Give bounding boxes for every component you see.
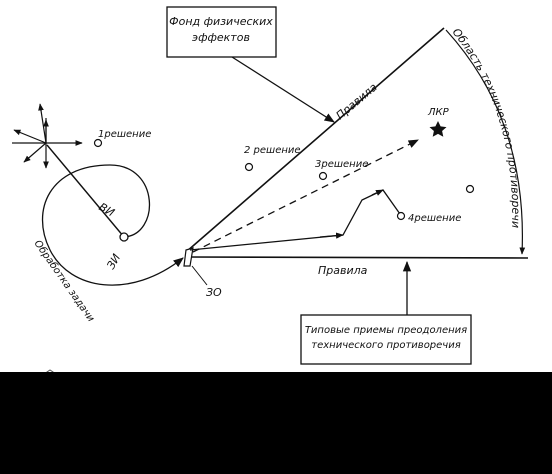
solution-4-label: 4решение <box>408 213 461 224</box>
contradiction-arc-arrow <box>445 29 526 255</box>
solution-search-path <box>189 189 401 251</box>
rules-top-label: Правила <box>334 80 380 122</box>
physical-effects-arrow <box>231 56 335 123</box>
solution-2-point <box>244 162 254 172</box>
diagram-paper: Фонд физических эффектов Правила Правила… <box>0 0 529 375</box>
typical-methods-box <box>300 314 472 365</box>
solution-1-label: 1решение <box>98 129 151 140</box>
unlabeled-point <box>465 184 475 194</box>
physical-effects-line2: эффектов <box>192 31 250 44</box>
task-processing-spiral <box>41 164 184 286</box>
solution-4-point <box>396 211 406 221</box>
physical-effects-box <box>166 6 277 58</box>
vi-label: ВИ <box>97 200 117 219</box>
solution-3-label: 3решение <box>315 159 368 170</box>
zo-label: ЗО <box>206 286 222 299</box>
zi-point <box>119 232 129 242</box>
lkr-star-icon <box>429 121 447 137</box>
diagram-svg: Фонд физических эффектов Правила Правила… <box>0 0 529 375</box>
typical-methods-line1: Типовые приемы преодоления <box>305 325 467 336</box>
solution-1-point <box>93 138 103 148</box>
solution-3-point <box>318 171 328 181</box>
physical-effects-line1: Фонд физических <box>169 15 273 28</box>
solution-2-label: 2 решение <box>244 145 301 156</box>
typical-methods-line2: технического противоречия <box>311 340 460 351</box>
sector-lower-edge <box>185 256 529 259</box>
solution-search-path-arrow-1 <box>319 232 344 239</box>
solution-search-path-arrow-2 <box>371 189 384 196</box>
rules-bottom-label: Правила <box>318 264 368 277</box>
zi-label: ЗИ <box>104 252 123 272</box>
lkr-label: ЛКР <box>427 107 450 118</box>
sector-upper-edge <box>185 27 445 253</box>
zo-leader-line <box>191 265 208 286</box>
black-band <box>0 372 552 474</box>
vi-direction-line <box>46 144 125 238</box>
dashed-direction-arrow <box>192 139 419 253</box>
direction-cross <box>12 103 83 169</box>
zo-notch <box>183 247 194 267</box>
